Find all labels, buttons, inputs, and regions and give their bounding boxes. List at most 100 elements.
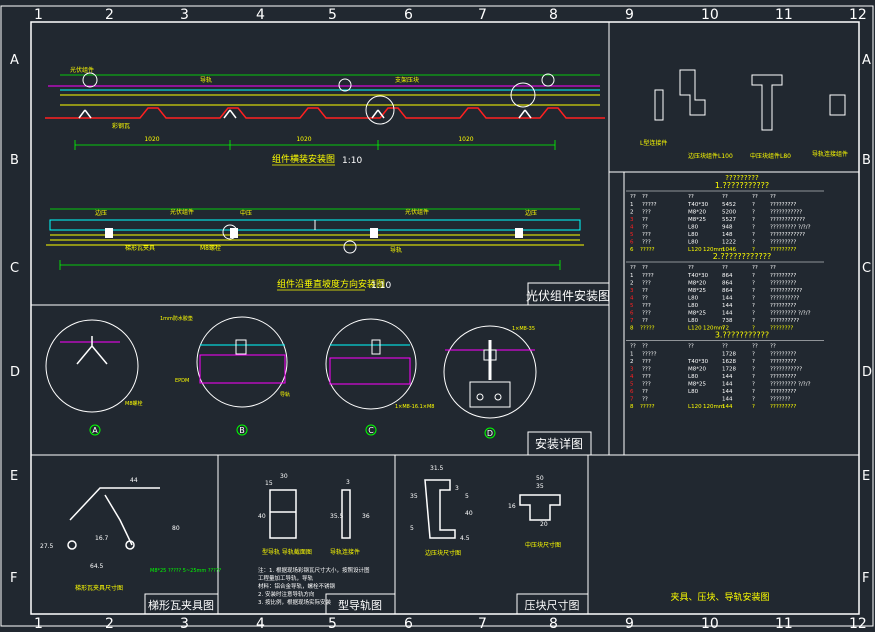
table-cell: 6 [630, 389, 634, 395]
detail-note-4: 导轨 [280, 391, 290, 398]
top-label-2: 导轨 [200, 76, 212, 84]
table-cell: ? [752, 296, 755, 302]
rail-note-2: 工程量加工导轨，导轨 [258, 574, 314, 582]
table-cell: ? [752, 273, 755, 279]
table-heading-2: 3.??????????? [715, 331, 769, 340]
table-cell: 1728 [722, 367, 736, 373]
table-cell: L80 [688, 374, 699, 380]
table-cell: ??? [642, 303, 651, 309]
table-cell: ??????????? [770, 367, 802, 373]
table-total-cell: ????????? [770, 247, 796, 253]
table-header-cell: ?? [722, 265, 728, 271]
table-cell: ?? [642, 225, 648, 231]
rail-caption-2: 导轨连接件 [330, 548, 360, 556]
table-header-cell: ?? [630, 344, 636, 350]
col-label-bottom-11: 11 [775, 616, 793, 632]
detail-note-5: 1×M8-16.1×M8 [395, 404, 435, 410]
table-header-cell: ?? [770, 194, 776, 200]
rail-dim-2: 15 [265, 480, 273, 487]
table-total-cell: L120 [688, 404, 702, 410]
table-total-cell: 6 [630, 247, 634, 253]
table-header-cell: ?? [642, 265, 648, 271]
rail-dim-3: 40 [258, 513, 266, 520]
table-cell: 1 [630, 273, 634, 279]
table-cell: ????? [642, 352, 657, 358]
table-total-cell: 1046 [722, 247, 736, 253]
detail-circles [45, 316, 537, 419]
trapezoid-caption: 梯形瓦夹具尺寸图 [75, 584, 123, 592]
detail-d-label: D [487, 429, 493, 438]
part-1: L型连接件 [640, 139, 667, 147]
clamp-dim-2: 35 [410, 493, 418, 500]
table-cell: ????????? [770, 374, 796, 380]
table-cell: 5 [630, 382, 634, 388]
table-cell: 738 [722, 318, 733, 324]
title-boxes [144, 282, 610, 615]
table-cell: ???????????? [770, 232, 805, 238]
bottom-label-4: 光伏组件 [405, 208, 429, 216]
clamp-dim-3: 3 [455, 485, 459, 492]
col-label-top-7: 7 [478, 7, 487, 23]
table-title: ????????? [725, 174, 759, 182]
table-header-cell: ?? [630, 194, 636, 200]
table-cell: 1222 [722, 240, 736, 246]
table-cell: ??? [642, 240, 651, 246]
detail-circle-labels: A B C D [89, 424, 496, 439]
bottom-label-5: 边压 [525, 209, 537, 217]
table-cell: ? [752, 288, 755, 294]
table-cell: ????????? ?/?/? [770, 382, 811, 388]
table-cell: L80 [688, 318, 699, 324]
clamp-caption-1: 边压块尺寸图 [425, 549, 461, 557]
table-cell: 6 [630, 311, 634, 317]
table-cell: 144 [722, 374, 733, 380]
rail-note-3: 材料：铝合金导轨，螺栓不锈钢 [258, 582, 336, 590]
table-cell: ? [752, 397, 755, 403]
row-label-right-F: F [862, 571, 869, 586]
dim-2: 1020 [296, 136, 311, 143]
clamp-dim-5: 40 [465, 510, 473, 517]
bottom-label-3: 中压 [240, 209, 252, 217]
detail-c-label: C [368, 426, 374, 435]
clamp-dim-8: 50 [536, 475, 544, 482]
col-label-top-2: 2 [105, 7, 114, 23]
rail-drawing [269, 489, 351, 539]
table-total-cell: 120mm [703, 326, 724, 332]
col-label-bottom-12: 12 [849, 616, 867, 632]
col-label-bottom-10: 10 [701, 616, 719, 632]
table-cell: 144 [722, 397, 733, 403]
table-cell: T40*30 [687, 359, 709, 365]
table-cell: 5527 [722, 217, 736, 223]
top-view-scale: 1:10 [342, 156, 362, 166]
table-cell: 148 [722, 232, 733, 238]
col-label-bottom-2: 2 [105, 616, 114, 632]
table-cell: ? [752, 389, 755, 395]
table-header-cell: ?? [688, 344, 694, 350]
table-header-cell: ?? [688, 265, 694, 271]
col-label-bottom-1: 1 [34, 616, 43, 632]
col-label-top-12: 12 [849, 7, 867, 23]
table-total-cell: 8 [630, 326, 634, 332]
table-cell: ???? [642, 273, 654, 279]
table-cell: ? [752, 352, 755, 358]
table-cell: ??????? [770, 397, 791, 403]
sheet-title: 光伏组件安装图 [526, 288, 610, 303]
table-cell: ?? [642, 217, 648, 223]
detail-notes: M8螺栓 1mm防水胶垫 EPDM 导轨 1×M8-16.1×M8 1×M8-3… [125, 315, 535, 410]
table-header-cell: ?? [722, 344, 728, 350]
table-total-cell: ????? [640, 326, 655, 332]
table-header-cell: ?? [630, 265, 636, 271]
col-label-top-4: 4 [256, 7, 265, 23]
top-view-caption: 组件横装安装图 [272, 153, 335, 165]
table-cell: ? [752, 382, 755, 388]
table-cell: 7 [630, 397, 634, 403]
rail-note-1: 注：1. 根据现场彩钢瓦尺寸大小，按照设计图 [258, 566, 370, 574]
table-header-cell: ?? [688, 194, 694, 200]
table-cell: ????????? ?/?/? [770, 225, 811, 231]
table-cell: M8*25 [688, 311, 706, 317]
dim-1: 1020 [144, 136, 159, 143]
table-total-cell: ????? [640, 247, 655, 253]
sheet-footer-title: 夹具、压块、导轨安装图 [670, 591, 769, 603]
table-total-cell: ????????? [770, 404, 796, 410]
